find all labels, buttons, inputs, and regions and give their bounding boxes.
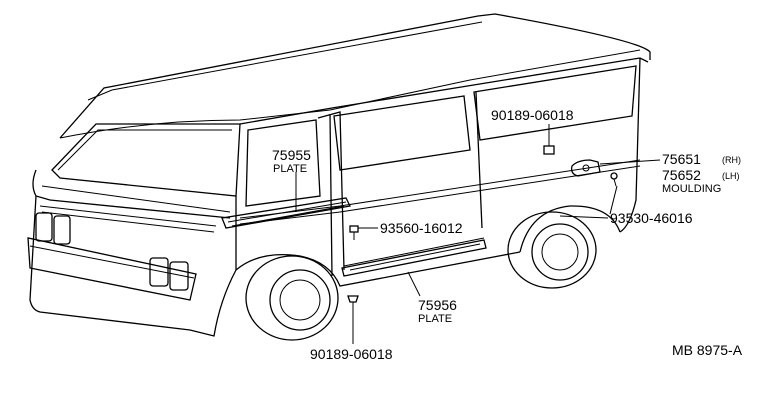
- screw-right-part: [610, 172, 618, 187]
- part-number: 75955: [272, 147, 311, 163]
- screw-left-part: [349, 225, 359, 240]
- side-label: (RH): [722, 155, 741, 165]
- callout-clip-bottom: 90189-06018: [310, 346, 393, 362]
- slide-door-window: [333, 95, 471, 171]
- step-plate-part: [341, 239, 487, 277]
- part-number: 90189-06018: [310, 346, 393, 362]
- callout-moulding: 75651 (RH) 75652 (LH) MOULDING: [662, 151, 741, 195]
- front-door-window: [245, 119, 321, 207]
- callout-plate-step: 75956 PLATE: [418, 297, 457, 325]
- part-number: 75652: [662, 167, 701, 183]
- leader-lines: [295, 124, 661, 344]
- clip-bottom-part: [347, 295, 359, 312]
- callout-screw-left: 93560-16012: [380, 220, 463, 236]
- part-number: 93530-46016: [610, 210, 693, 226]
- part-number: 93560-16012: [380, 220, 463, 236]
- callout-clip-top: 90189-06018: [491, 107, 574, 123]
- rear-side-window: [473, 65, 637, 141]
- side-label: (LH): [722, 171, 740, 181]
- moulding-part: [570, 159, 601, 177]
- part-number: 90189-06018: [491, 107, 574, 123]
- clip-top-part: [543, 145, 555, 155]
- part-caption: MOULDING: [662, 183, 721, 195]
- figure-id: MB 8975-A: [672, 342, 743, 358]
- callout-screw-right: 93530-46016: [610, 210, 693, 226]
- part-number: 75651: [662, 151, 701, 167]
- van-illustration: [27, 13, 651, 341]
- part-caption: PLATE: [273, 163, 307, 175]
- part-caption: PLATE: [418, 313, 452, 325]
- front-plate-part: [221, 197, 351, 229]
- callout-plate-front: 75955 PLATE: [272, 147, 311, 175]
- part-number: 75956: [418, 297, 457, 313]
